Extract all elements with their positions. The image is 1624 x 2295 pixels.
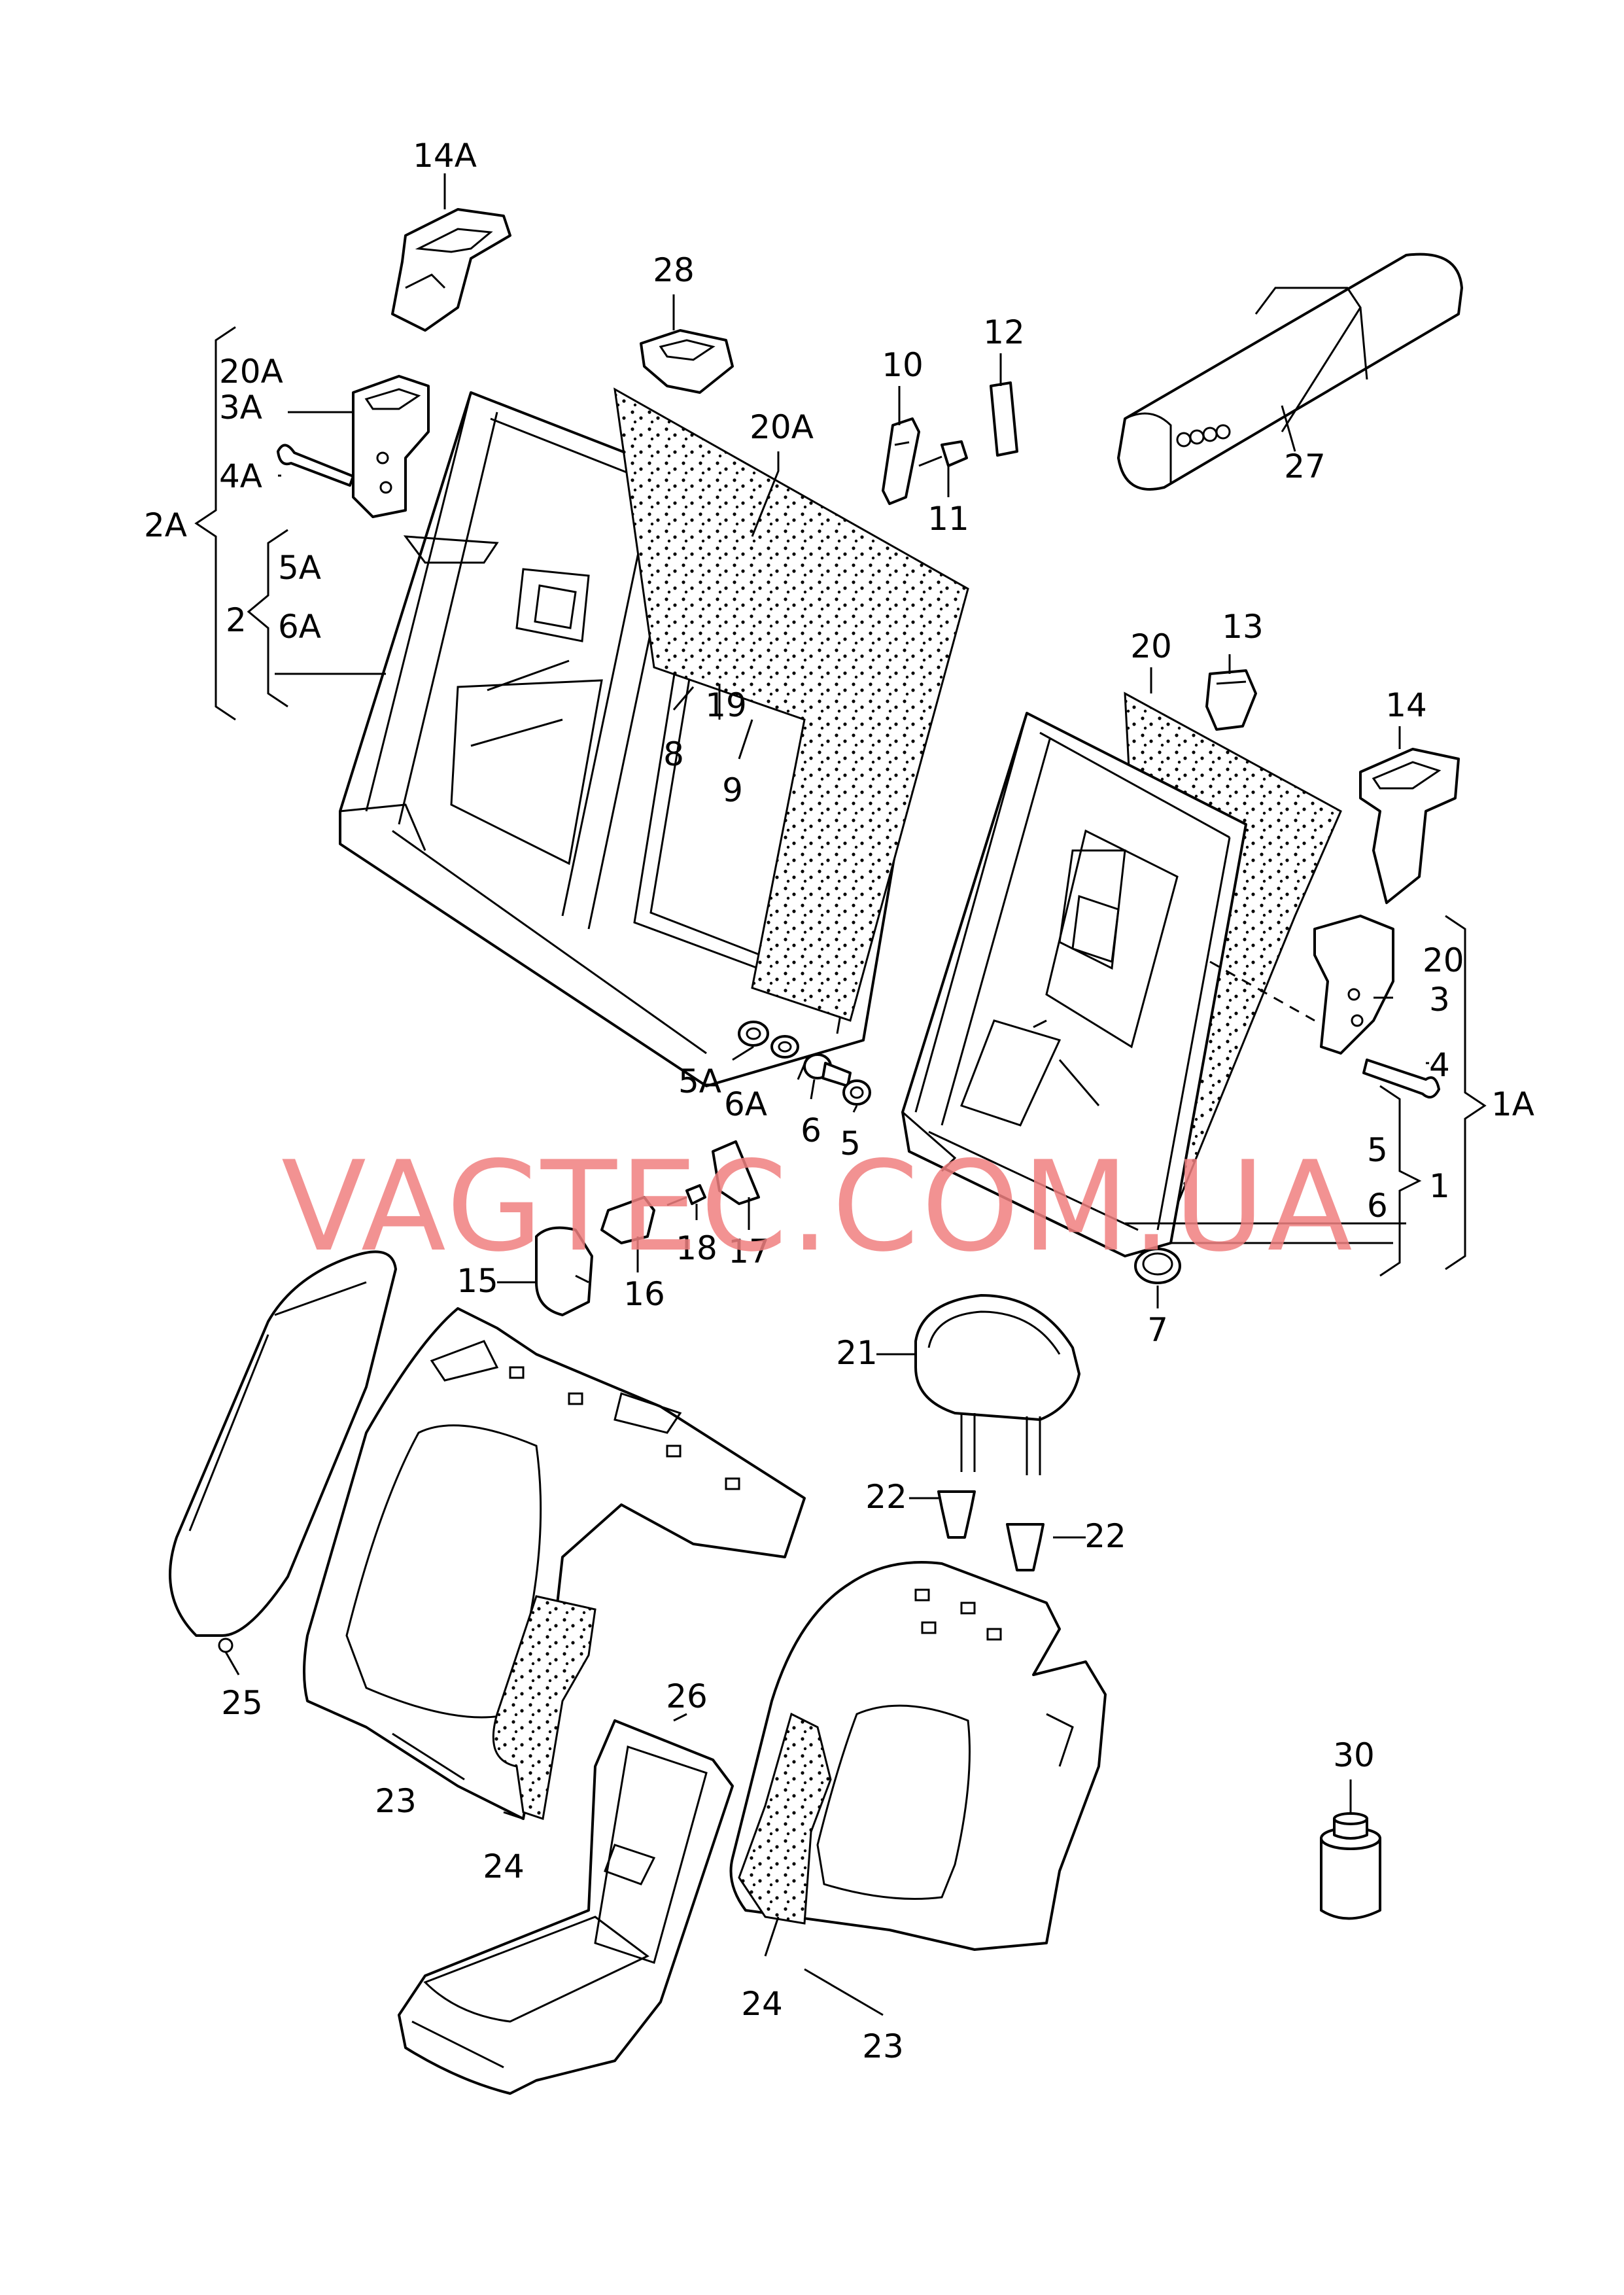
label-3: 3	[1429, 981, 1450, 1019]
part-6A-bushing	[770, 1035, 799, 1059]
part-14A-trim-cap	[391, 208, 511, 332]
part-5-bushing	[842, 1079, 871, 1106]
label-5A-top: 5A	[278, 549, 321, 587]
label-2A: 2A	[144, 506, 187, 544]
label-6-right: 6	[1367, 1187, 1388, 1225]
part-26-armrest	[398, 1719, 734, 2095]
part-3-lock	[1313, 915, 1394, 1055]
label-24-right: 24	[741, 1985, 783, 2023]
part-20A-foam-panel	[613, 387, 969, 1022]
label-1: 1	[1429, 1167, 1450, 1205]
label-13: 13	[1222, 608, 1264, 646]
label-20-right: 20	[1423, 941, 1464, 979]
label-23-right: 23	[862, 2027, 904, 2065]
label-7: 7	[1147, 1311, 1168, 1349]
label-5A-bottom: 5A	[678, 1062, 721, 1100]
label-25: 25	[221, 1684, 263, 1722]
part-16-bracket	[600, 1196, 655, 1244]
part-25-side-cover	[169, 1250, 397, 1653]
label-17: 17	[728, 1233, 770, 1270]
part-14-trim-cap	[1359, 748, 1460, 904]
part-12-cap	[990, 381, 1018, 457]
label-6A-top: 6A	[278, 608, 321, 646]
part-3A-lock	[352, 375, 430, 518]
label-22-right: 22	[1084, 1517, 1126, 1555]
watermark: VAGTEC.COM.UA	[281, 1134, 1355, 1279]
label-15: 15	[457, 1262, 498, 1300]
part-13-clip	[1205, 669, 1257, 731]
part-10-latch	[882, 417, 920, 505]
right-backrest-frame	[901, 712, 1247, 1257]
label-12: 12	[983, 313, 1025, 351]
label-9: 9	[722, 771, 743, 809]
label-1A: 1A	[1491, 1085, 1534, 1123]
label-10: 10	[882, 346, 924, 384]
part-24-foam-left	[492, 1595, 596, 1820]
part-28-clip	[640, 329, 734, 394]
part-27-ski-bag	[1117, 253, 1463, 491]
label-21: 21	[836, 1334, 878, 1372]
part-15-cap	[535, 1226, 593, 1316]
label-3A: 3A	[219, 389, 262, 427]
label-30: 30	[1333, 1736, 1375, 1774]
label-14A: 14A	[413, 137, 477, 175]
leader-lines	[194, 173, 1487, 2016]
label-4A: 4A	[219, 457, 262, 495]
label-6-bottom: 6	[801, 1112, 821, 1149]
label-24-left: 24	[483, 1848, 525, 1885]
label-20A-left: 20A	[219, 353, 283, 391]
part-6-pin	[803, 1053, 852, 1087]
part-22-guide-left	[937, 1490, 976, 1539]
label-19: 19	[705, 686, 747, 724]
part-11-screw	[918, 440, 968, 467]
label-14: 14	[1385, 686, 1427, 724]
label-26: 26	[666, 1677, 708, 1715]
assembly-line-3	[1209, 960, 1315, 1022]
label-5-bottom: 5	[840, 1125, 861, 1163]
label-23-left: 23	[375, 1782, 417, 1820]
part-22-guide-right	[1006, 1523, 1045, 1571]
label-20-center: 20	[1130, 627, 1172, 665]
label-28: 28	[653, 251, 695, 289]
part-24-foam-right	[738, 1712, 832, 1925]
label-27: 27	[1284, 447, 1326, 485]
label-22-left: 22	[865, 1478, 907, 1516]
label-20A-center: 20A	[750, 408, 814, 446]
label-11: 11	[927, 500, 969, 538]
part-7-plug	[1134, 1248, 1181, 1284]
part-labels: 14A 28 20A 3A 4A 2A 5A 2 6A 20A 10 12 11…	[144, 137, 1534, 2065]
part-5A-bushing	[738, 1021, 769, 1047]
label-8: 8	[663, 735, 684, 773]
label-6A-bottom: 6A	[724, 1085, 767, 1123]
label-16: 16	[623, 1275, 665, 1313]
part-18-screw	[666, 1184, 706, 1206]
part-23-backrest-cover-right	[729, 1561, 1107, 1951]
part-4-bolt	[1362, 1059, 1440, 1099]
label-18: 18	[676, 1229, 717, 1267]
label-2: 2	[226, 601, 247, 639]
label-5-right: 5	[1367, 1131, 1388, 1169]
part-30-adhesive-can	[1320, 1812, 1381, 1920]
label-4: 4	[1429, 1046, 1450, 1084]
part-4A-bolt	[277, 444, 354, 487]
part-21-headrest	[914, 1294, 1080, 1475]
